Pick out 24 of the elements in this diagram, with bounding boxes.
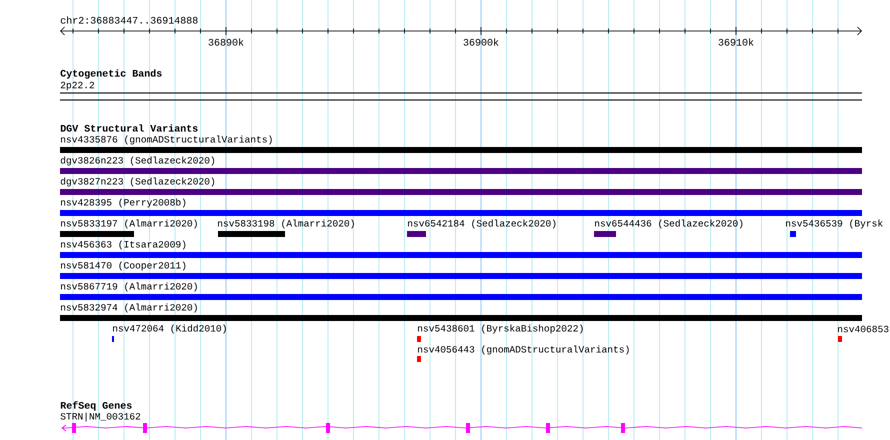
feature-label: nsv456363 (Itsara2009) [61,240,186,250]
feature-label: nsv6542184 (Sedlazeck2020) [408,220,556,228]
feature-label: nsv472064 (Kidd2010) [113,324,226,334]
tick-label: 36910k [718,38,754,46]
feature-label: nsv406853 [838,326,888,332]
feature-label: dgv3826n223 (Sedlazeck2020) [60,156,214,166]
feature-label: dgv3827n223 (Sedlazeck2020) [60,178,214,186]
feature-label: 2p22.2 [60,82,94,90]
feature-label: nsv4056443 (gnomADStructuralVariants) [418,346,629,354]
position-label: chr2:36883447..36914888 [60,16,198,24]
feature-label: nsv5867719 (Almarri2020) [61,282,197,292]
feature-label: nsv428395 (Perry2008b) [61,198,186,208]
track-heading: DGV Structural Variants [60,124,198,132]
tick-label: 36890k [208,38,244,46]
feature-label: nsv5833197 (Almarri2020) [61,220,197,228]
feature-label: nsv4335876 (gnomADStructuralVariants) [61,136,272,144]
feature-label: nsv5438601 (ByrskaBishop2022) [418,324,583,334]
feature-label: nsv581470 (Cooper2011) [61,262,186,270]
feature-label: nsv5436539 (Byrsk [786,220,883,228]
tick-label: 36900k [464,38,498,46]
feature-label: nsv5832974 (Almarri2020) [61,304,197,312]
feature-label: STRN|NM_003162 [60,412,140,422]
feature-label: nsv5833198 (Almarri2020) [218,220,354,228]
feature-label: nsv6544436 (Sedlazeck2020) [595,220,742,228]
